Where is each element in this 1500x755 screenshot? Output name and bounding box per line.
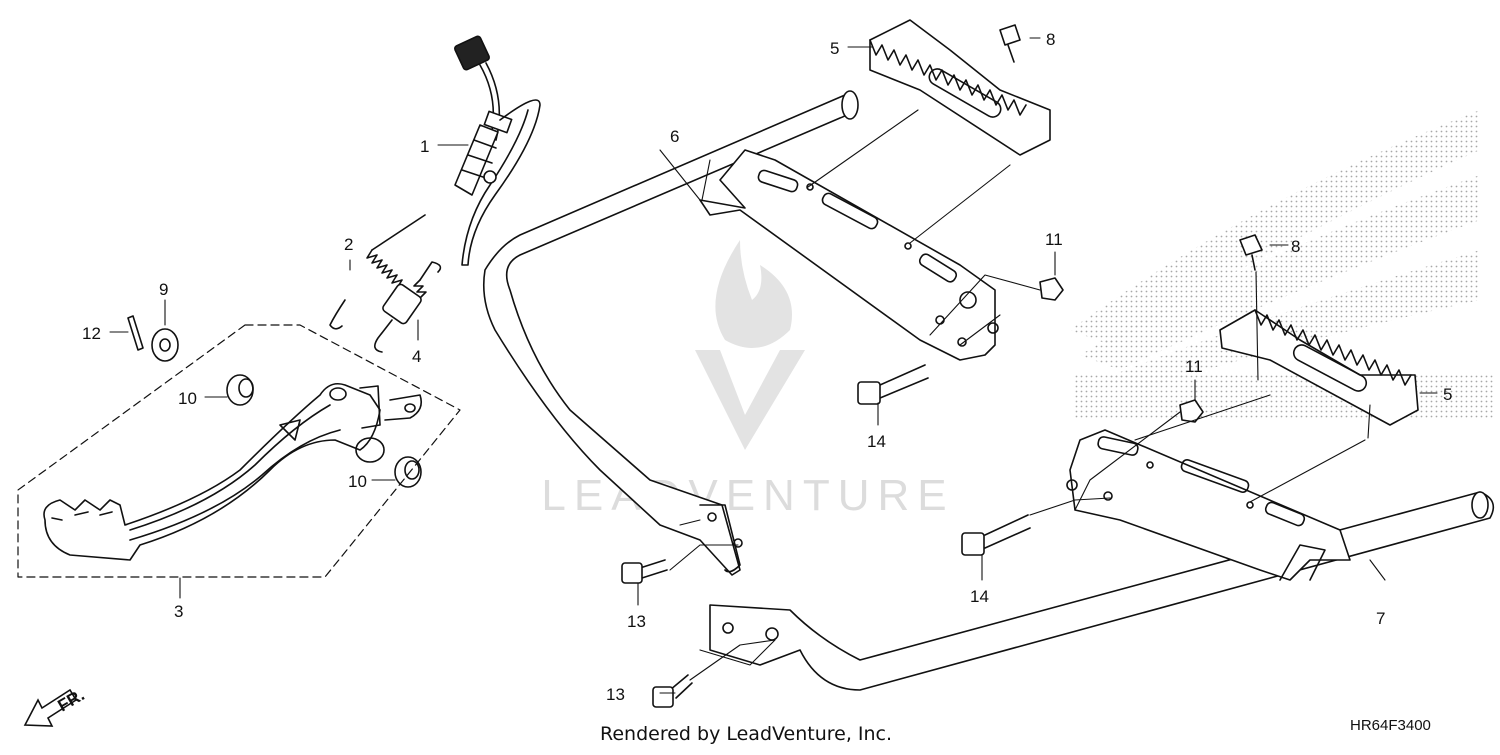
bushing-upper-part [226,374,254,406]
callout-11-lower: 11 [1185,357,1203,376]
callout-9: 9 [159,280,168,299]
washer-part [151,328,179,362]
callout-1: 1 [420,137,429,156]
callout-7: 7 [1376,609,1385,628]
spring-part [329,214,426,330]
callout-5-lower: 5 [1443,385,1452,404]
bolt-13-upper-part [621,559,668,584]
nut-11-lower-part [1179,399,1204,423]
callout-8-lower: 8 [1291,237,1300,256]
brake-switch-part [454,35,541,266]
callout-12: 12 [82,324,101,343]
cotter-pin-part [127,315,144,351]
footpeg-lower-part [1219,309,1419,426]
callout-13-lower: 13 [606,685,625,704]
bolt-14-upper-part [857,364,929,405]
callout-2: 2 [344,235,353,254]
callout-4: 4 [412,347,421,366]
bolt-8-upper-part [999,24,1021,63]
bolt-13-lower-part [652,674,693,708]
callouts: 1 2 3 4 5 5 6 7 8 8 9 10 10 11 11 12 13 … [82,30,1452,704]
footpeg-upper-part [869,19,1051,156]
callout-6: 6 [670,127,679,146]
callout-3: 3 [174,602,183,621]
bolt-8-lower-part [1239,234,1263,271]
callout-13-upper: 13 [627,612,646,631]
callout-10-lower: 10 [348,472,367,491]
step-bar-upper-part [482,90,999,576]
callout-5-upper: 5 [830,39,839,58]
render-credit: Rendered by LeadVenture, Inc. [600,723,892,745]
nut-11-upper-part [1039,277,1064,301]
watermark-text: LEADVENTURE [541,471,954,520]
callout-11-upper: 11 [1045,230,1063,249]
brand-wing-logo [1070,110,1495,420]
callout-8-upper: 8 [1046,30,1055,49]
bushing-lower-part [394,456,422,488]
front-direction-arrow: FR. [23,685,88,727]
bolt-14-lower-part [961,514,1031,556]
diagram-code: HR64F3400 [1350,717,1431,734]
pedal-group-bracket [17,324,461,578]
callout-14-lower: 14 [970,587,989,606]
step-bar-lower-part [709,429,1495,691]
leader-lines [109,37,1438,694]
spring-sleeve-part [374,261,442,353]
brake-pedal-part [43,382,423,561]
callout-14-upper: 14 [867,432,886,451]
callout-10-upper: 10 [178,389,197,408]
